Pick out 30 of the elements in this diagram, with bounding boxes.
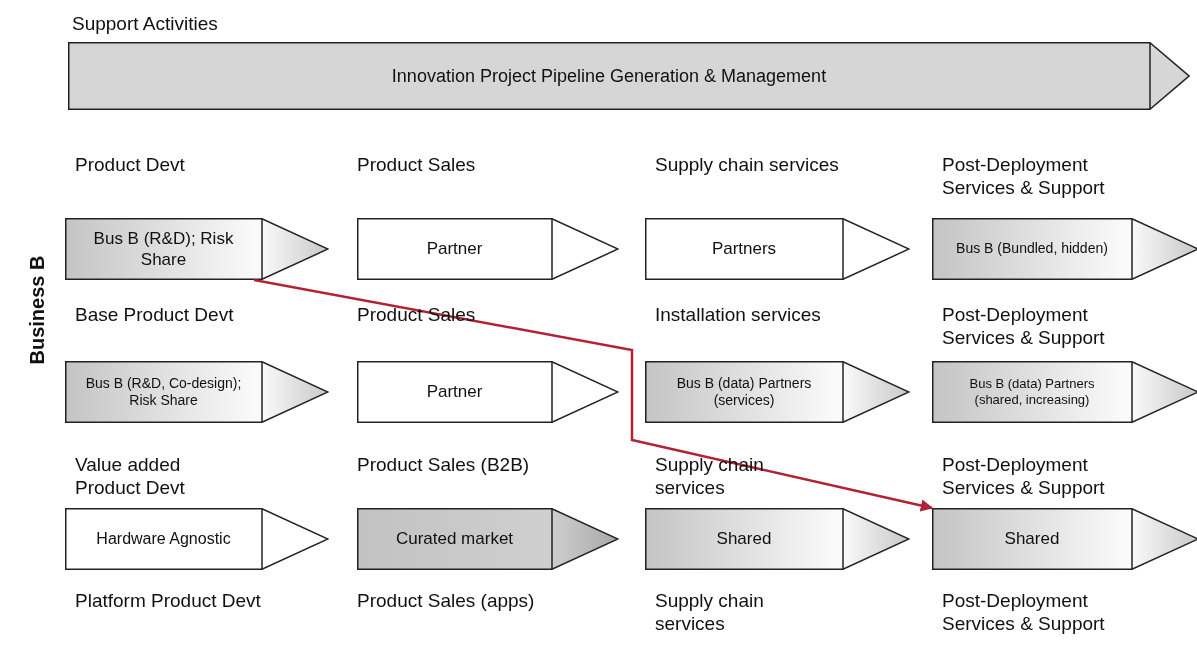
- stage-heading: Post-Deployment Services & Support: [942, 453, 1106, 499]
- box-label: Shared: [716, 528, 772, 550]
- box-label: Partners: [711, 238, 777, 260]
- box-label: Curated market: [395, 528, 514, 550]
- box-label: Bus B (R&D, Co-design); Risk Share: [85, 374, 242, 410]
- stage-heading: Post-Deployment Services & Support: [942, 589, 1106, 635]
- box-label: Bus B (Bundled, hidden): [956, 240, 1108, 258]
- box-label: Partner: [426, 381, 483, 403]
- stage-heading: Installation services: [655, 303, 822, 326]
- row-group-label: Business B: [25, 255, 49, 365]
- box-label: Shared: [1004, 528, 1060, 550]
- stage-heading: Post-Deployment Services & Support: [942, 303, 1106, 349]
- stage-heading: Product Sales (B2B): [357, 453, 531, 476]
- stage-heading: Product Sales: [357, 153, 477, 176]
- box-label: Hardware Agnostic: [96, 529, 231, 549]
- box-label: Bus B (data) Partners (shared, increasing): [968, 375, 1096, 409]
- box-label: Bus B (data) Partners (services): [675, 374, 813, 410]
- stage-heading: Supply chain services: [655, 589, 765, 635]
- section-heading: Support Activities: [72, 12, 218, 36]
- box-label: Innovation Project Pipeline Generation & Management: [391, 64, 827, 88]
- stage-heading: Post-Deployment Services & Support: [942, 153, 1106, 199]
- box-label: Partner: [426, 238, 483, 260]
- stage-heading: Product Devt: [75, 153, 186, 176]
- stage-heading: Base Product Devt: [75, 303, 235, 326]
- stage-heading: Supply chain services: [655, 153, 840, 176]
- box-label: Bus B (R&D); Risk Share: [92, 227, 235, 271]
- stage-heading: Value added Product Devt: [75, 453, 186, 499]
- arrow: [253, 278, 934, 512]
- stage-heading: Platform Product Devt: [75, 589, 262, 612]
- stage-heading: Product Sales (apps): [357, 589, 536, 612]
